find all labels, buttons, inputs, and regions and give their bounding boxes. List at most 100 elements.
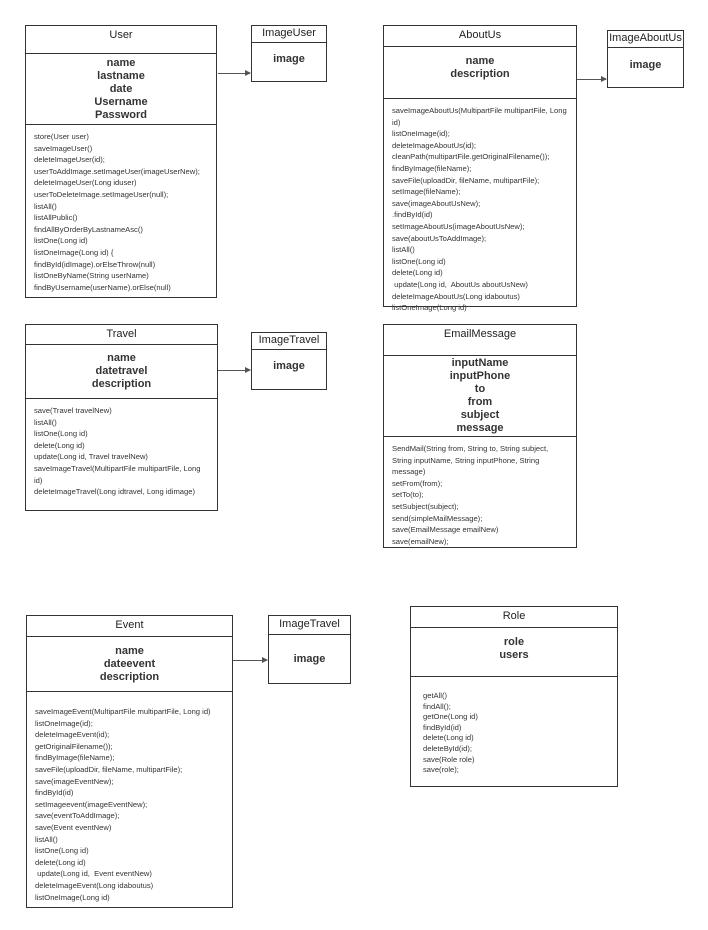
method: listOne(Long id): [34, 236, 88, 246]
method: getOne(Long id): [423, 712, 478, 722]
method: deleteImageTravel(Long idtravel, Long id…: [34, 487, 195, 497]
method: listOne(Long id): [35, 846, 89, 856]
method: findById(id): [35, 788, 74, 798]
method: listAllPublic(): [34, 213, 78, 223]
attribute: to: [474, 383, 486, 395]
attribute: image: [629, 59, 662, 71]
method: save(EmailMessage emailNew): [392, 525, 499, 535]
attribute: inputPhone: [449, 370, 511, 382]
method: save(emailNew);: [392, 536, 449, 546]
attribute: image: [273, 53, 305, 65]
method: saveFile(uploadDir, fileName, multipartF…: [392, 175, 540, 185]
method: listAll(): [34, 417, 57, 427]
class-title: AboutUs: [384, 26, 576, 47]
class-title: ImageAboutUs: [608, 31, 683, 48]
attribute: description: [91, 378, 152, 390]
attribute: image: [273, 360, 305, 372]
attribute: description: [450, 68, 510, 80]
class-title: Travel: [26, 325, 217, 345]
class-methods: SendMail(String from, String to, String …: [384, 437, 576, 547]
method: delete(Long id): [423, 733, 474, 743]
method: saveImageTravel(MultipartFile multipartF…: [34, 463, 203, 485]
association-arrow-user-imageuser: [218, 70, 251, 76]
method: listOneImage(id);: [392, 129, 450, 139]
attribute: inputName: [451, 357, 509, 369]
class-title: ImageTravel: [269, 616, 350, 635]
association-arrow-aboutus-imageaboutus: [577, 76, 607, 82]
association-arrow-travel-imagetravel: [218, 367, 251, 373]
class-title: User: [26, 26, 216, 54]
method: setImageAboutUs(imageAboutUsNew);: [392, 221, 525, 231]
method: cleanPath(multipartFile.getOriginalFilen…: [392, 152, 550, 162]
class-title: Role: [411, 607, 617, 628]
attribute: from: [467, 396, 493, 408]
method: update(Long id, AboutUs aboutUsNew): [392, 279, 528, 289]
class-methods: saveImageAboutUs(MultipartFile multipart…: [384, 99, 576, 314]
method: findAllByOrderByLastnameAsc(): [34, 224, 143, 234]
class-attributes: image: [608, 48, 683, 72]
method: setFrom(from);: [392, 478, 443, 488]
attribute: image: [293, 653, 326, 665]
method: getOriginalFilename());: [35, 741, 113, 751]
association-arrow-event-imagetravel: [233, 657, 268, 663]
attribute: message: [456, 422, 504, 434]
method: save(Event eventNew): [35, 822, 112, 832]
method: deleteImageUser(id);: [34, 155, 105, 165]
method: listOneImage(Long id): [35, 892, 110, 902]
attribute: name: [115, 644, 144, 657]
method: store(User user): [34, 132, 89, 141]
class-attributes: image: [252, 43, 326, 66]
class-methods: saveImageEvent(MultipartFile multipartFi…: [27, 692, 232, 907]
method: update(Long id, Event eventNew): [35, 869, 152, 879]
method: saveImageAboutUs(MultipartFile multipart…: [392, 106, 569, 127]
method: setSubject(subject);: [392, 501, 459, 511]
attribute: name: [106, 56, 136, 69]
class-imageuser: ImageUser image: [251, 25, 327, 82]
class-attributes: image: [252, 350, 326, 373]
method: findById(idImage).orElseThrow(null): [34, 259, 156, 269]
method: deleteById(id);: [423, 743, 472, 753]
method: save(Travel travelNew): [34, 406, 112, 415]
method: findByUsername(userName).orElse(null): [34, 282, 171, 292]
method: listOneByName(String userName): [34, 271, 149, 281]
method: deleteImageAboutUs(id);: [392, 140, 476, 150]
method: findByImage(fileName);: [35, 753, 115, 763]
method: setTo(to);: [392, 490, 424, 500]
method: save(aboutUsToAddImage);: [392, 233, 487, 243]
method: delete(Long id): [34, 440, 85, 450]
class-title: ImageUser: [252, 26, 326, 43]
method: userToAddImage.setImageUser(imageUserNew…: [34, 166, 200, 176]
method: SendMail(String from, String to, String …: [392, 444, 551, 477]
method: listAll(): [34, 201, 57, 211]
method: send(simpleMailMessage);: [392, 513, 483, 523]
method: save(imageEventNew);: [35, 776, 114, 786]
method: deleteImageAboutUs(Long idaboutus): [392, 291, 520, 301]
method: setImage(fileName);: [392, 187, 461, 197]
class-methods: save(Travel travelNew) listAll() listOne(L…: [26, 399, 217, 510]
method: listAll(): [35, 834, 58, 844]
method: saveFile(uploadDir, fileName, multipartF…: [35, 764, 183, 774]
method: findByImage(fileName);: [392, 163, 472, 173]
attribute: role: [503, 636, 525, 648]
attribute: subject: [460, 409, 500, 421]
method: findById(id): [423, 722, 462, 732]
method: findAll();: [423, 701, 451, 711]
method: listOne(Long id): [34, 429, 88, 439]
attribute: description: [99, 670, 160, 683]
class-imageevent: ImageTravel image: [268, 615, 351, 684]
method: deleteImageUser(Long iduser): [34, 178, 137, 188]
method: listOne(Long id): [392, 256, 446, 266]
class-attributes: image: [269, 635, 350, 666]
method: listAll(): [392, 245, 415, 255]
method: userToDeleteImage.setImageUser(null);: [34, 189, 169, 199]
